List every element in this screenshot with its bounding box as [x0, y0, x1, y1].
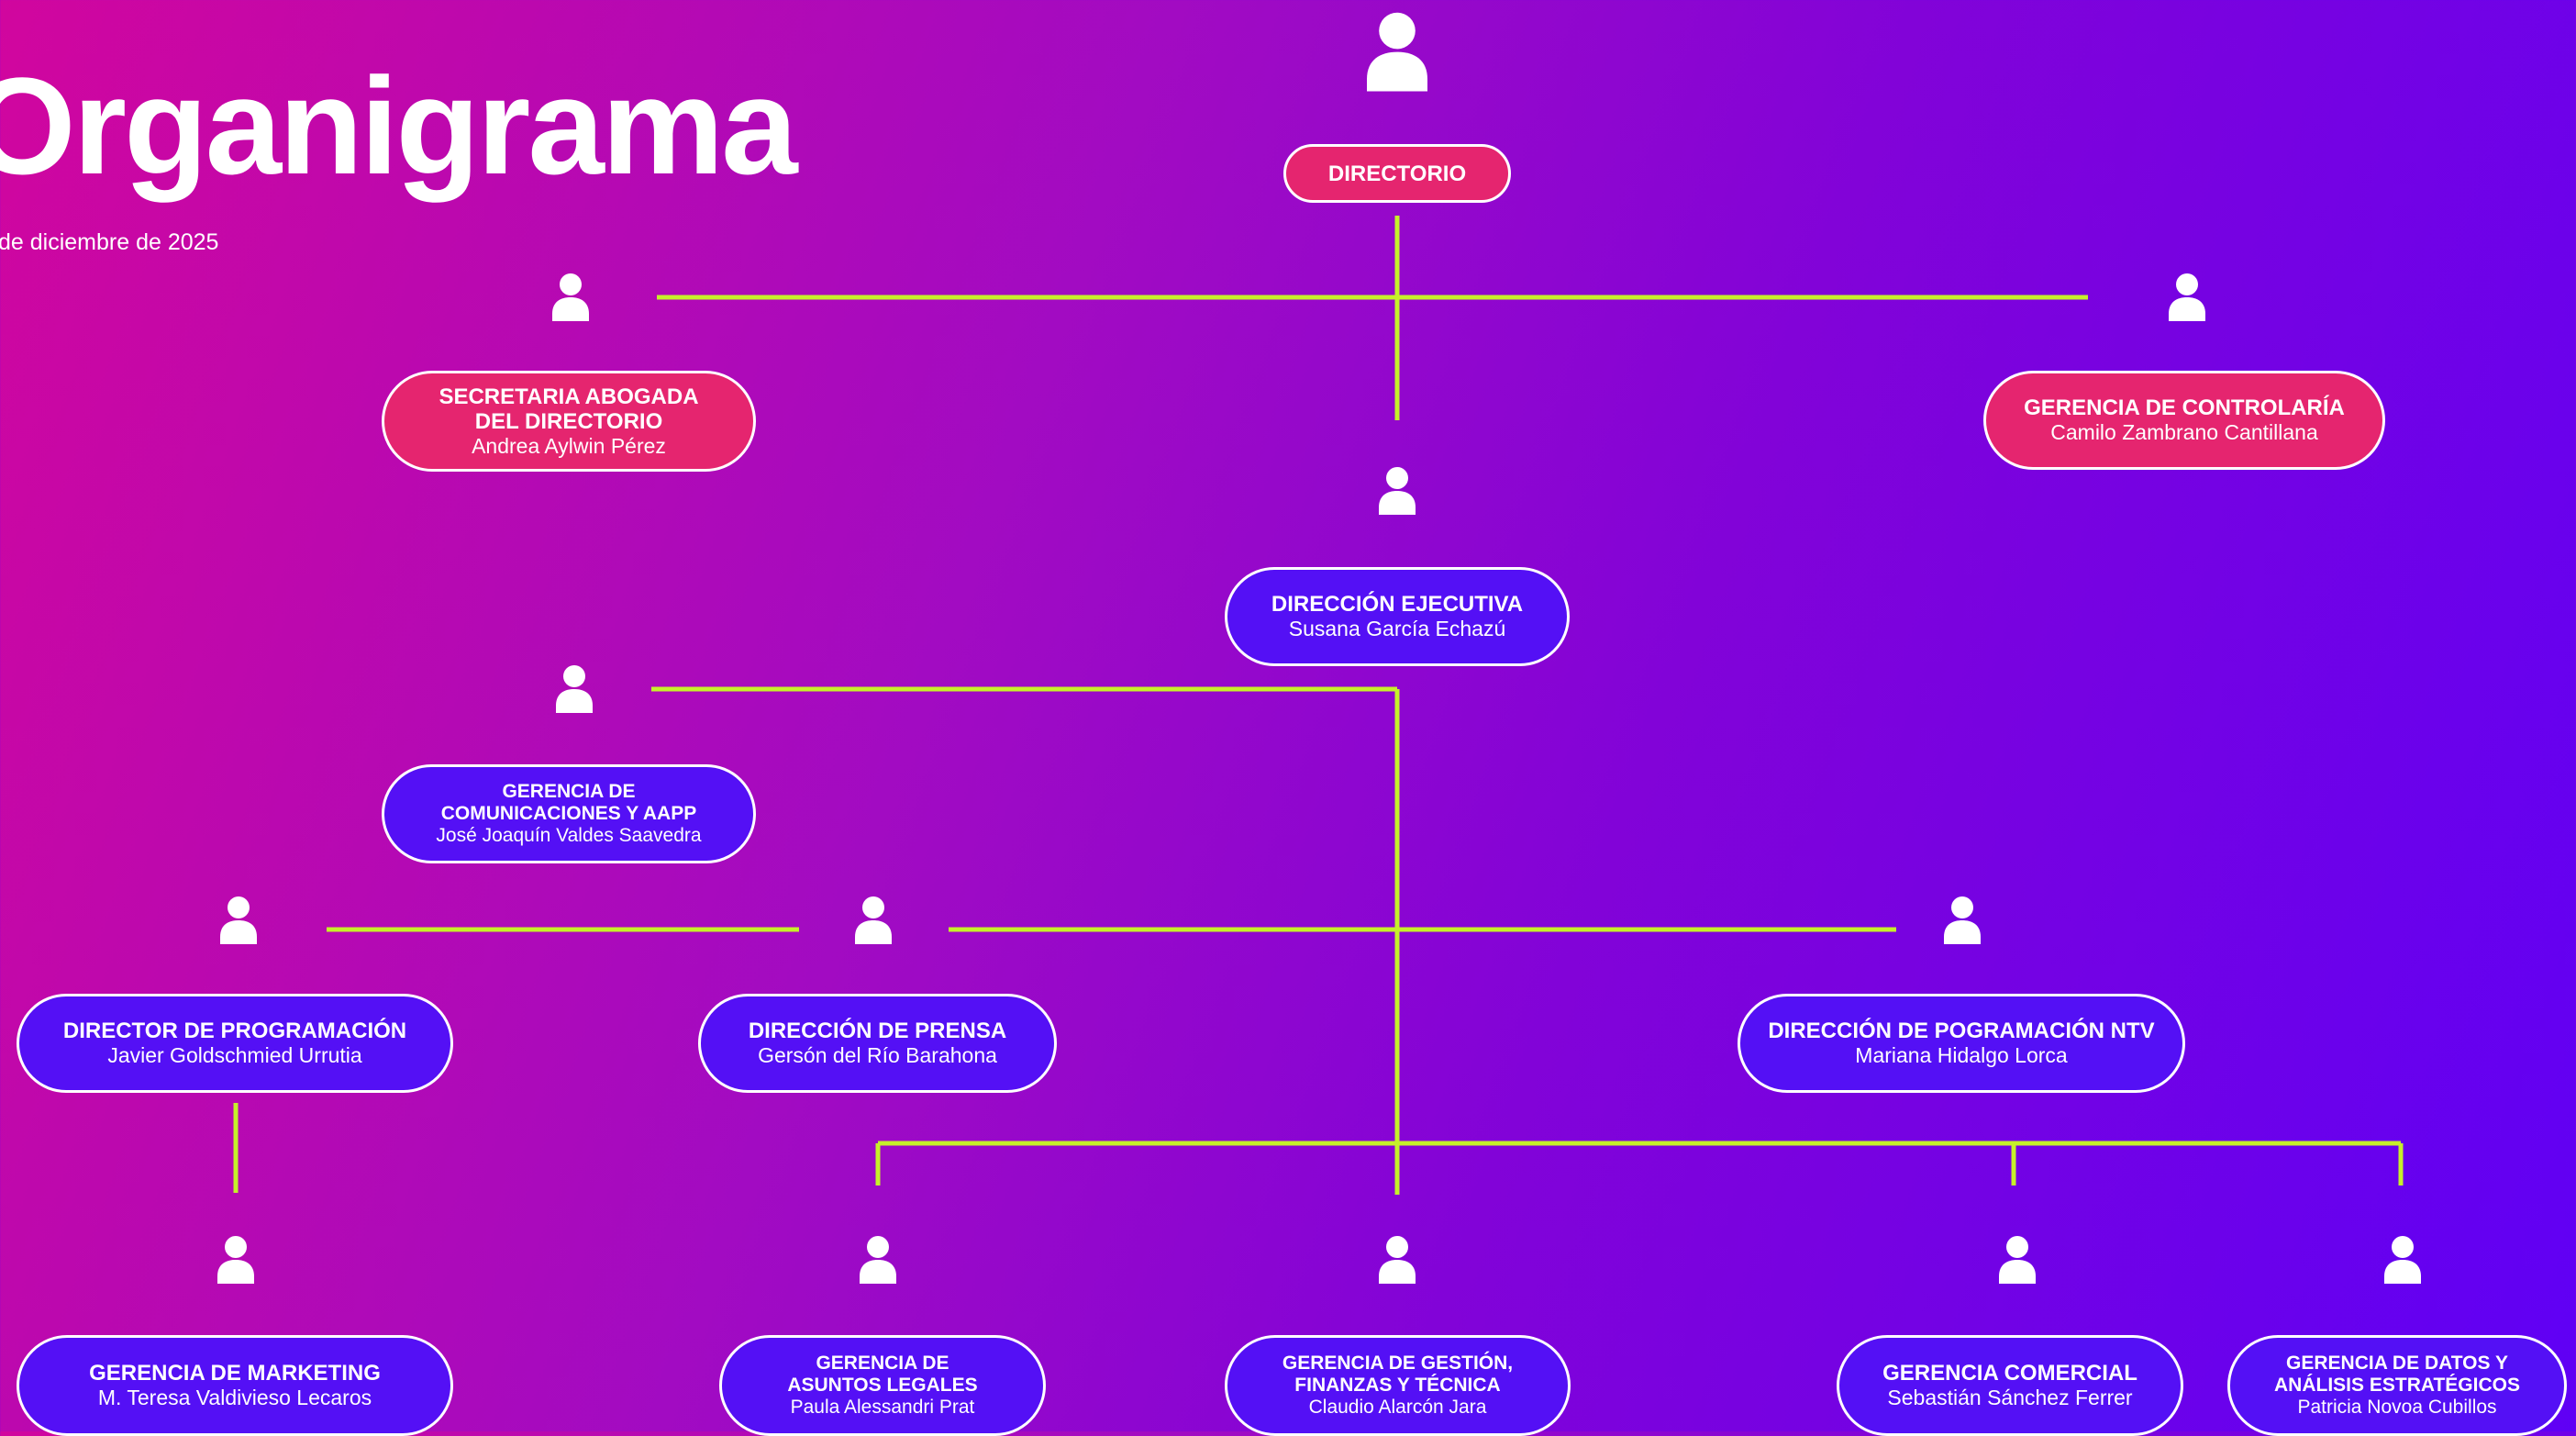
node-ntv: DIRECCIÓN DE POGRAMACIÓN NTV Mariana Hid… [1738, 994, 2185, 1093]
node-prensa: DIRECCIÓN DE PRENSA Gersón del Río Barah… [698, 994, 1057, 1093]
node-contraloria: GERENCIA DE CONTROLARÍA Camilo Zambrano … [1983, 371, 2385, 470]
node-person: Gersón del Río Barahona [758, 1043, 997, 1067]
node-person: Andrea Aylwin Pérez [472, 433, 666, 458]
node-person: Javier Goldschmied Urrutia [107, 1043, 362, 1067]
node-title: GERENCIA DE CONTROLARÍA [2024, 395, 2345, 420]
person-icon [1367, 12, 1427, 92]
person-icon [220, 896, 257, 944]
node-title: DIRECTORIO [1327, 161, 1467, 186]
node-person: Mariana Hidalgo Lorca [1855, 1043, 2068, 1067]
node-comercial: GERENCIA COMERCIAL Sebastián Sánchez Fer… [1837, 1335, 2183, 1436]
page-title: Organigrama [0, 49, 798, 203]
node-person: José Joaquín Valdes Saavedra [436, 825, 702, 846]
person-icon [860, 1236, 896, 1284]
node-marketing: GERENCIA DE MARKETING M. Teresa Valdivie… [17, 1335, 453, 1436]
node-ejecutiva: DIRECCIÓN EJECUTIVA Susana García Echazú [1225, 567, 1570, 666]
node-title: GERENCIA DE COMUNICACIONES Y AAPP [440, 781, 697, 824]
node-person: Paula Alessandri Prat [790, 1397, 975, 1418]
person-icon [1999, 1236, 2036, 1284]
node-secretaria: SECRETARIA ABOGADA DEL DIRECTORIO Andrea… [382, 371, 756, 472]
node-title: GERENCIA DE MARKETING [89, 1361, 381, 1386]
person-icon [217, 1236, 254, 1284]
person-icon [855, 896, 892, 944]
person-icon [556, 665, 593, 713]
node-person: M. Teresa Valdivieso Lecaros [97, 1386, 372, 1409]
node-person: Camilo Zambrano Cantillana [2050, 420, 2318, 444]
node-gestion: GERENCIA DE GESTIÓN, FINANZAS Y TÉCNICA … [1225, 1335, 1571, 1436]
page-date: de diciembre de 2025 [0, 229, 219, 255]
node-person: Sebastián Sánchez Ferrer [1887, 1386, 2133, 1409]
node-person: Claudio Alarcón Jara [1308, 1397, 1487, 1418]
node-title: DIRECCIÓN DE PRENSA [748, 1019, 1007, 1043]
node-person: Patricia Novoa Cubillos [2297, 1397, 2497, 1418]
node-title: SECRETARIA ABOGADA DEL DIRECTORIO [439, 384, 699, 434]
person-icon [552, 273, 589, 321]
connector-lines [233, 216, 2404, 1195]
node-title: GERENCIA DE DATOS Y ANÁLISIS ESTRATÉGICO… [2274, 1353, 2520, 1396]
node-datos: GERENCIA DE DATOS Y ANÁLISIS ESTRATÉGICO… [2227, 1335, 2567, 1436]
person-icon [1379, 1236, 1416, 1284]
node-title: GERENCIA DE GESTIÓN, FINANZAS Y TÉCNICA [1282, 1353, 1514, 1396]
node-title: GERENCIA DE ASUNTOS LEGALES [787, 1353, 978, 1396]
person-icon [2384, 1236, 2421, 1284]
person-icon [1944, 896, 1981, 944]
node-title: DIRECCIÓN EJECUTIVA [1271, 592, 1524, 617]
node-programacion: DIRECTOR DE PROGRAMACIÓN Javier Goldschm… [17, 994, 453, 1093]
node-title: DIRECCIÓN DE POGRAMACIÓN NTV [1768, 1019, 2155, 1043]
person-icon [1379, 467, 1416, 515]
node-directorio: DIRECTORIO [1283, 144, 1511, 203]
node-person: Susana García Echazú [1288, 617, 1506, 640]
node-legales: GERENCIA DE ASUNTOS LEGALES Paula Alessa… [719, 1335, 1046, 1436]
node-comunicaciones: GERENCIA DE COMUNICACIONES Y AAPP José J… [382, 764, 756, 863]
node-title: DIRECTOR DE PROGRAMACIÓN [62, 1019, 407, 1043]
node-title: GERENCIA COMERCIAL [1882, 1361, 2137, 1386]
person-icon [2169, 273, 2205, 321]
